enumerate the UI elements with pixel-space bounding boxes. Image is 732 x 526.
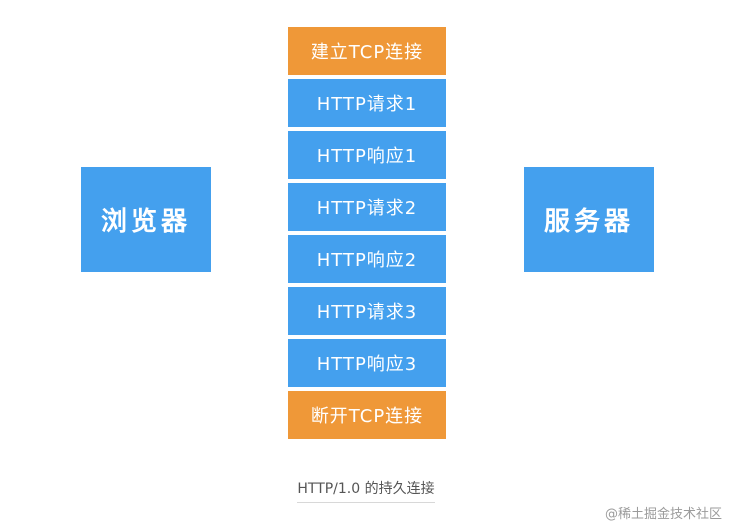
browser-label: 浏览器 [100, 207, 191, 237]
step-close-connection: 断开TCP连接 [288, 391, 446, 439]
server-node: 服务器 [524, 167, 654, 272]
step-request-3: HTTP请求3 [288, 287, 446, 335]
server-label: 服务器 [543, 207, 634, 237]
step-request-2: HTTP请求2 [288, 183, 446, 231]
step-request-1: HTTP请求1 [288, 79, 446, 127]
connection-steps: 建立TCP连接 HTTP请求1 HTTP响应1 HTTP请求2 HTTP响应2 … [288, 27, 446, 443]
step-response-2: HTTP响应2 [288, 235, 446, 283]
browser-node: 浏览器 [81, 167, 211, 272]
step-response-3: HTTP响应3 [288, 339, 446, 387]
diagram-caption: HTTP/1.0 的持久连接 [0, 478, 732, 503]
step-label: HTTP响应1 [316, 146, 418, 167]
step-label: HTTP请求3 [316, 302, 418, 323]
step-label: HTTP响应3 [316, 354, 418, 375]
step-label: HTTP请求1 [316, 94, 418, 115]
step-response-1: HTTP响应1 [288, 131, 446, 179]
step-label: 断开TCP连接 [310, 406, 424, 427]
step-label: 建立TCP连接 [310, 42, 424, 63]
step-label: HTTP请求2 [316, 198, 418, 219]
caption-text: HTTP/1.0 的持久连接 [297, 478, 435, 503]
step-open-connection: 建立TCP连接 [288, 27, 446, 75]
watermark: @稀土掘金技术社区 [604, 507, 722, 522]
step-label: HTTP响应2 [316, 250, 418, 271]
